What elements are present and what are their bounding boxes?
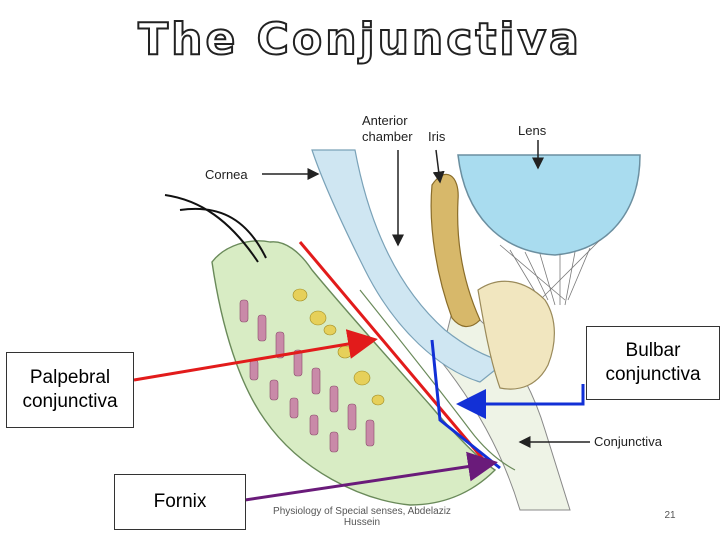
zonule-fibres <box>499 239 601 306</box>
palpebral-arrow <box>133 329 378 382</box>
lens <box>457 154 641 256</box>
eyelashes <box>164 194 267 263</box>
palpebral-line <box>298 241 490 466</box>
fornix-arrow <box>244 451 498 502</box>
bulbar-arrow <box>456 384 585 419</box>
page-number: 21 <box>664 510 676 521</box>
label-lens: Lens <box>518 123 547 138</box>
bulbar-label-line2: conjunctiva <box>605 364 701 385</box>
slide-title: The Conjunctiva <box>137 13 582 66</box>
ciliary-body <box>477 280 555 390</box>
fornix-box: Fornix <box>114 474 246 530</box>
palpebral-conjunctiva-box: Palpebral conjunctiva <box>6 352 134 428</box>
palpebral-label-line2: conjunctiva <box>22 391 118 412</box>
bulbar-conjunctiva-box: Bulbar conjunctiva <box>586 326 720 400</box>
label-iris: Iris <box>428 129 446 144</box>
label-conjunctiva: Conjunctiva <box>594 434 663 449</box>
bulbar-label-line1: Bulbar <box>625 340 681 362</box>
cornea <box>311 149 507 383</box>
label-cornea: Cornea <box>205 167 248 182</box>
label-chamber: chamber <box>362 129 413 144</box>
fornix-label: Fornix <box>153 491 207 513</box>
footer-text: Physiology of Special senses, Abdelaziz … <box>273 506 451 528</box>
palpebral-label-line1: Palpebral <box>29 367 111 389</box>
iris <box>430 173 481 328</box>
label-anterior: Anterior <box>362 113 408 128</box>
eyelid-glands <box>239 299 375 453</box>
